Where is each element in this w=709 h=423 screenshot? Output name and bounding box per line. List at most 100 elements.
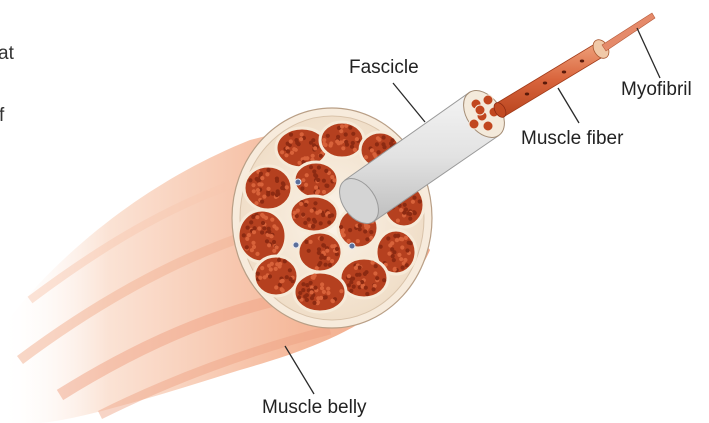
fiber-dot xyxy=(324,263,328,267)
fiber-dot xyxy=(260,230,264,234)
fiber-dot xyxy=(267,187,271,191)
fiber-dot xyxy=(408,217,412,221)
fiber-dot xyxy=(269,267,273,271)
fiber-dot xyxy=(275,179,279,183)
fiber-dot xyxy=(339,225,343,229)
fiber-dot xyxy=(407,241,411,245)
fiber-dot xyxy=(369,236,373,240)
fiber-dot xyxy=(387,252,391,256)
fiber-dot xyxy=(307,217,311,221)
fiber-dot xyxy=(397,253,401,257)
fiber-dot xyxy=(255,252,259,256)
fiber-dot xyxy=(316,189,320,193)
fiber-dot xyxy=(246,226,250,230)
fiber-dot xyxy=(349,289,353,293)
fiber-dot xyxy=(251,241,255,245)
fiber-dot xyxy=(275,193,279,197)
fiber-dot xyxy=(358,266,362,270)
fiber-dot xyxy=(388,243,392,247)
fiber-dot xyxy=(257,182,261,186)
fiber-dot xyxy=(256,188,260,192)
fiber-dot xyxy=(344,140,348,144)
fiber-dot xyxy=(401,266,405,270)
fiber-dot xyxy=(277,258,281,262)
fiber-dot xyxy=(325,184,329,188)
muscle-fiber-label: Muscle fiber xyxy=(521,129,623,148)
fiber-dot xyxy=(278,283,282,287)
fiber-dot xyxy=(396,234,400,238)
fiber-dot xyxy=(295,141,299,145)
fiber-dot xyxy=(329,143,333,147)
fiber-dot xyxy=(356,239,360,243)
fiber-dot xyxy=(270,218,274,222)
fiber-dot xyxy=(242,233,246,237)
fiber-dot xyxy=(365,237,369,241)
fiber-dot xyxy=(305,173,309,177)
fiber-dot xyxy=(301,282,305,286)
fiber-dot xyxy=(297,295,301,299)
fiber-dot xyxy=(349,280,353,284)
fiber-dot xyxy=(326,256,330,260)
fiber-dot xyxy=(320,282,324,286)
fiber-dot xyxy=(298,291,302,295)
fiber-dot xyxy=(309,165,313,169)
fiber-dot xyxy=(347,239,351,243)
fiber-dot xyxy=(323,143,327,147)
fiber-dot xyxy=(316,178,320,182)
cropped-text-fragment: at xyxy=(0,44,14,63)
fiber-dot xyxy=(369,230,373,234)
fiber-dot xyxy=(351,132,355,136)
fiber-dot xyxy=(270,234,274,238)
fiber-dot xyxy=(330,259,334,263)
fascicle-end-fiber xyxy=(483,121,493,131)
fiber-dot xyxy=(364,286,368,290)
fiber-dot xyxy=(274,285,278,289)
fiber-dot xyxy=(263,275,267,279)
fiber-dot xyxy=(348,126,352,130)
fiber-dot xyxy=(347,274,351,278)
fiber-dot xyxy=(405,263,409,267)
fiber-dot xyxy=(418,199,422,203)
fiber-dot xyxy=(266,168,270,172)
fiber-dot xyxy=(335,247,339,251)
fiber-dot xyxy=(265,239,269,243)
fiber-dot xyxy=(323,256,327,260)
fiber-dot xyxy=(404,236,408,240)
fiber-dot xyxy=(372,287,376,291)
fiber-dot xyxy=(350,145,354,149)
fiber-dot xyxy=(305,283,309,287)
fiber-dot xyxy=(300,132,304,136)
fiber-dot xyxy=(285,275,289,279)
fiber-dot xyxy=(326,287,330,291)
blood-vessel xyxy=(293,242,299,248)
fiber-dot xyxy=(405,248,409,252)
fiber-dot xyxy=(371,261,375,265)
fiber-dot xyxy=(355,137,359,141)
fiber-dot xyxy=(340,124,344,128)
fiber-dot xyxy=(400,245,404,249)
fiber-dot xyxy=(339,289,343,293)
fiber-dot xyxy=(311,154,315,158)
fiber-dot xyxy=(328,263,332,267)
fiber-dot xyxy=(280,287,284,291)
fiber-dot xyxy=(400,237,404,241)
fiber-dot xyxy=(336,135,340,139)
fascicle-label: Fascicle xyxy=(349,58,419,77)
fascicle-end-fiber xyxy=(483,95,493,105)
fiber-dot xyxy=(272,249,276,253)
fiber-dot xyxy=(370,148,374,152)
fiber-dot xyxy=(322,138,326,142)
fiber-dot xyxy=(386,236,390,240)
fascicle-leader-line xyxy=(393,83,425,122)
fiber-dot xyxy=(258,276,262,280)
fiber-dot xyxy=(348,228,352,232)
fiber-dot xyxy=(319,296,323,300)
fiber-dot xyxy=(353,148,357,152)
fiber-dot xyxy=(310,209,314,213)
fiber-dot xyxy=(280,150,284,154)
fiber-dot xyxy=(299,202,303,206)
fiber-dot xyxy=(307,249,311,253)
fiber-dot xyxy=(288,268,292,272)
fiber-dot xyxy=(309,141,313,145)
fiber-dot xyxy=(335,139,339,143)
